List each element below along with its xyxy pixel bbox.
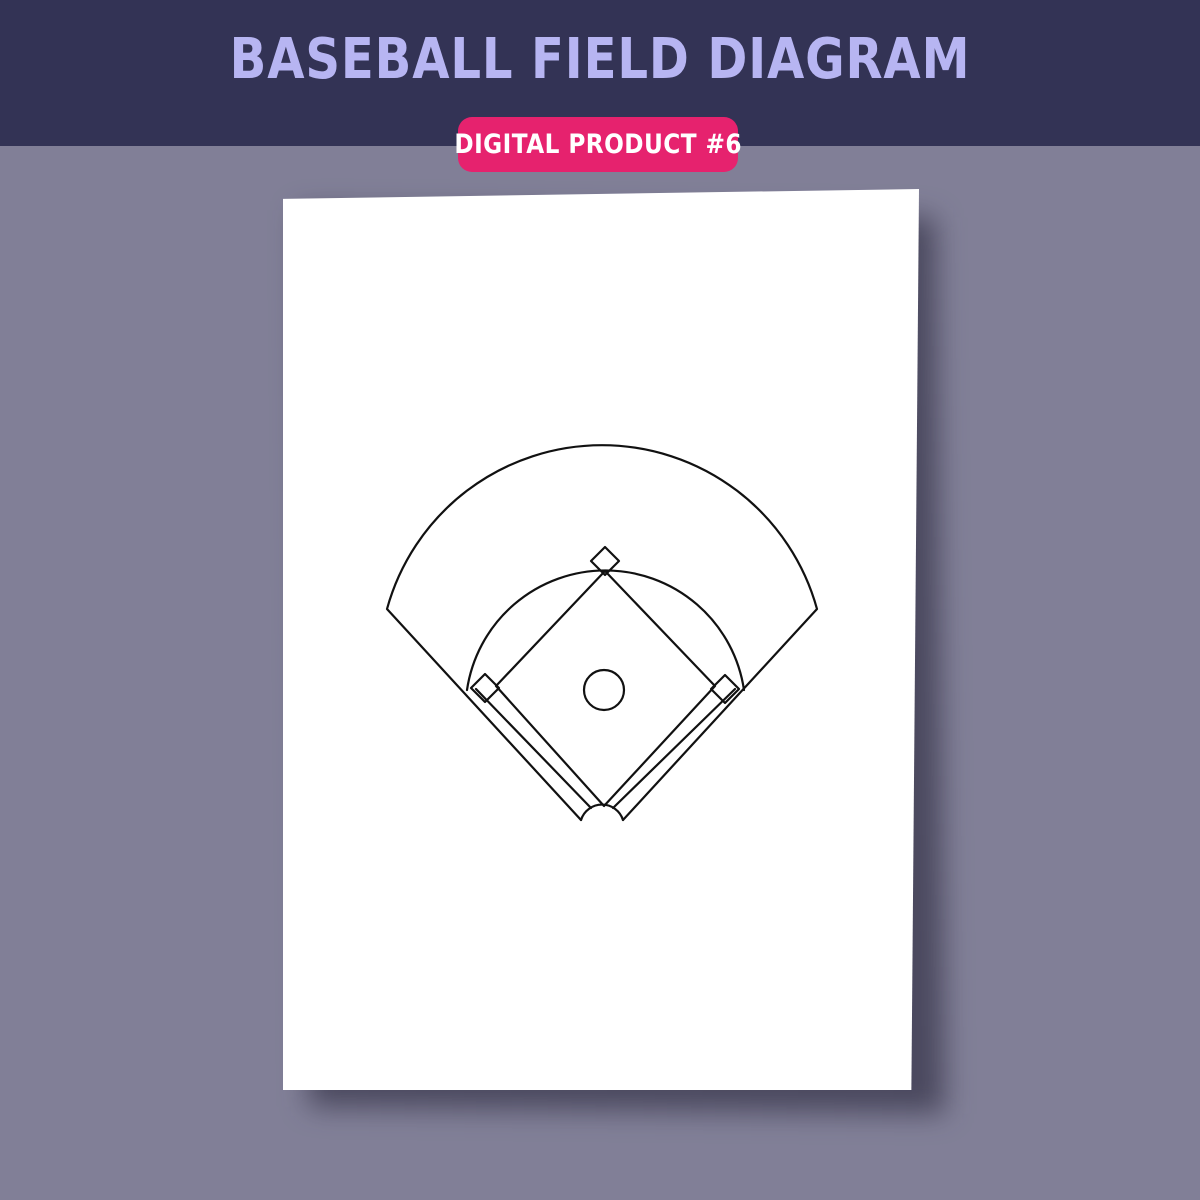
pitchers-mound: [582, 668, 626, 712]
second-base: [589, 545, 621, 577]
first-base: [709, 673, 741, 705]
product-badge-label: DIGITAL PRODUCT #6: [454, 129, 742, 160]
inner-foul-line-right: [611, 687, 737, 810]
home-plate-arc: [579, 803, 625, 822]
product-badge: DIGITAL PRODUCT #6: [454, 117, 741, 172]
page-title: BASEBALL FIELD DIAGRAM: [229, 27, 971, 92]
outfield-boundary: [385, 444, 819, 822]
infield-diamond: [494, 569, 717, 808]
paper-sheet: [283, 189, 919, 1090]
inner-foul-line-left: [474, 687, 593, 810]
third-base: [469, 672, 501, 704]
